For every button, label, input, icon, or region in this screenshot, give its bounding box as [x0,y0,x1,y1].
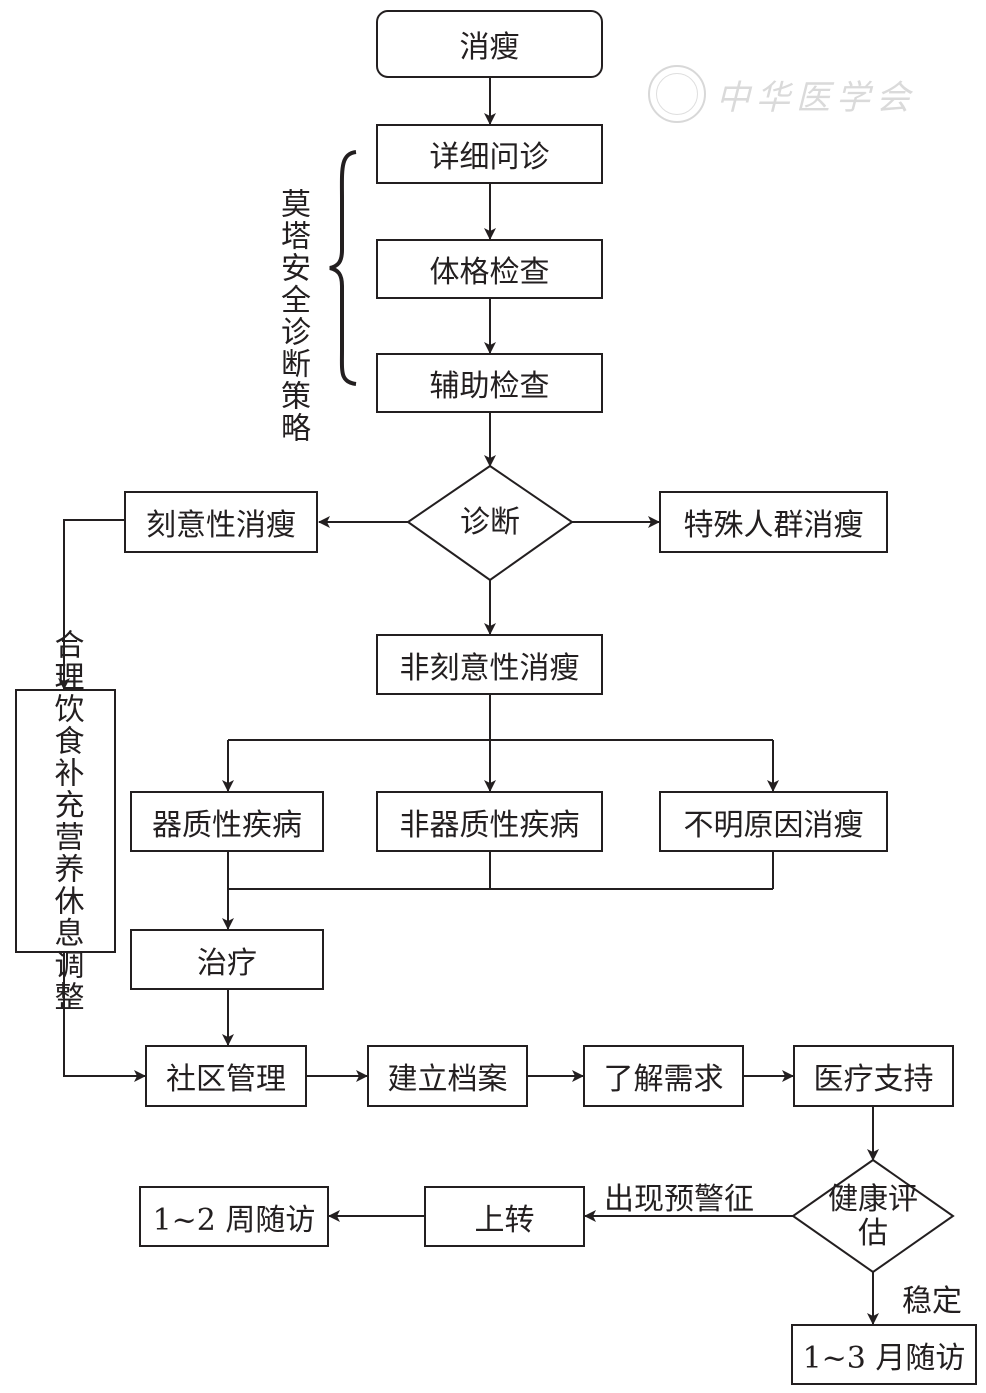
edge-label-stable: 稳定 [902,1284,962,1319]
edge-intentional-lifestyle [58,519,124,690]
node-special-population: 特殊人群消瘦 [659,491,888,553]
edge-lifestyle-community [63,952,146,1082]
strategy-brace [329,150,357,386]
diagnosis-diamond [406,464,574,582]
node-treatment: 治疗 [130,929,324,990]
node-unintentional: 非刻意性消瘦 [376,634,603,695]
node-organic: 器质性疾病 [130,791,324,852]
node-intentional: 刻意性消瘦 [124,491,318,553]
node-start: 消瘦 [376,10,603,78]
node-records: 建立档案 [367,1045,528,1107]
node-health-eval: 健康评估 [828,1182,918,1251]
society-watermark: 中华医学会 [648,62,938,126]
node-unknown-cause: 不明原因消瘦 [659,791,888,852]
society-seal-icon [648,65,706,123]
node-followup-months: 1~3 月随访 [791,1324,977,1385]
node-lifestyle: 合理饮食补充营养休息调整 [15,629,116,1013]
node-non-organic: 非器质性疾病 [376,791,603,852]
node-history: 详细问诊 [376,124,603,184]
watermark-text: 中华医学会 [716,77,916,118]
health-eval-diamond [791,1158,955,1274]
node-needs: 了解需求 [583,1045,744,1107]
node-referral: 上转 [424,1186,585,1247]
node-followup-weeks: 1~2 周随访 [139,1186,329,1247]
node-diagnosis: 诊断 [460,505,520,540]
node-community: 社区管理 [145,1045,307,1107]
edge-label-warning: 出现预警征 [604,1182,754,1217]
node-medical-support: 医疗支持 [793,1045,954,1107]
node-aux-exam: 辅助检查 [376,353,603,413]
strategy-label: 莫塔安全诊断策略 [275,188,310,444]
node-physical-exam: 体格检查 [376,239,603,299]
